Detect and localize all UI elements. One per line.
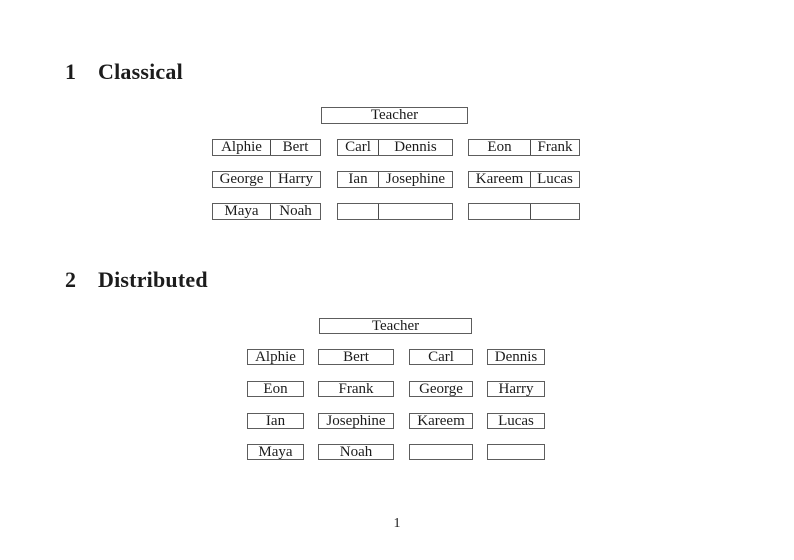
teacher-desk: Teacher — [321, 107, 468, 124]
desk: Alphie — [247, 349, 304, 365]
desk: Alphie Bert — [212, 139, 321, 156]
seat-cell — [531, 204, 579, 219]
desk: Carl Dennis — [337, 139, 453, 156]
seat-cell: Lucas — [537, 171, 573, 187]
desk — [468, 203, 580, 220]
seat-cell: Eon — [469, 140, 531, 155]
seat-cell: Alphie — [213, 140, 271, 155]
seat-cell — [469, 204, 531, 219]
desk: Dennis — [487, 349, 545, 365]
desk: Maya Noah — [212, 203, 321, 220]
desk: Kareem — [409, 413, 473, 429]
desk: Frank — [318, 381, 394, 397]
section-heading-distributed: 2 Distributed — [65, 269, 208, 291]
desk: Eon Frank — [468, 139, 580, 156]
seat-cell: Maya — [213, 204, 271, 219]
desk — [337, 203, 453, 220]
section-number: 1 — [65, 59, 77, 84]
section-title: Distributed — [98, 267, 208, 292]
desk: Ian Josephine — [337, 171, 453, 188]
desk: Ian — [247, 413, 304, 429]
desk: George Harry — [212, 171, 321, 188]
seat-cell: Bert — [282, 139, 309, 155]
desk — [487, 444, 545, 460]
desk — [409, 444, 473, 460]
seat-cell: Kareem — [469, 172, 531, 187]
desk: Kareem Lucas — [468, 171, 580, 188]
desk: Bert — [318, 349, 394, 365]
seat-cell: Carl — [338, 140, 379, 155]
seat-cell: Noah — [279, 203, 312, 219]
section-title: Classical — [98, 59, 183, 84]
desk: Josephine — [318, 413, 394, 429]
desk: George — [409, 381, 473, 397]
desk: Harry — [487, 381, 545, 397]
page-number: 1 — [393, 516, 401, 531]
teacher-desk: Teacher — [319, 318, 472, 334]
desk: Eon — [247, 381, 304, 397]
section-heading-classical: 1 Classical — [65, 61, 183, 83]
desk: Carl — [409, 349, 473, 365]
desk: Maya — [247, 444, 304, 460]
seat-cell: Josephine — [385, 171, 446, 187]
seat-cell — [379, 204, 452, 219]
desk: Noah — [318, 444, 394, 460]
section-number: 2 — [65, 267, 77, 292]
seat-cell: Dennis — [394, 139, 437, 155]
seat-cell: George — [213, 172, 271, 187]
seat-cell — [338, 204, 379, 219]
seat-cell: Harry — [278, 171, 313, 187]
seat-cell: Frank — [537, 139, 573, 155]
desk: Lucas — [487, 413, 545, 429]
seat-cell: Ian — [338, 172, 379, 187]
